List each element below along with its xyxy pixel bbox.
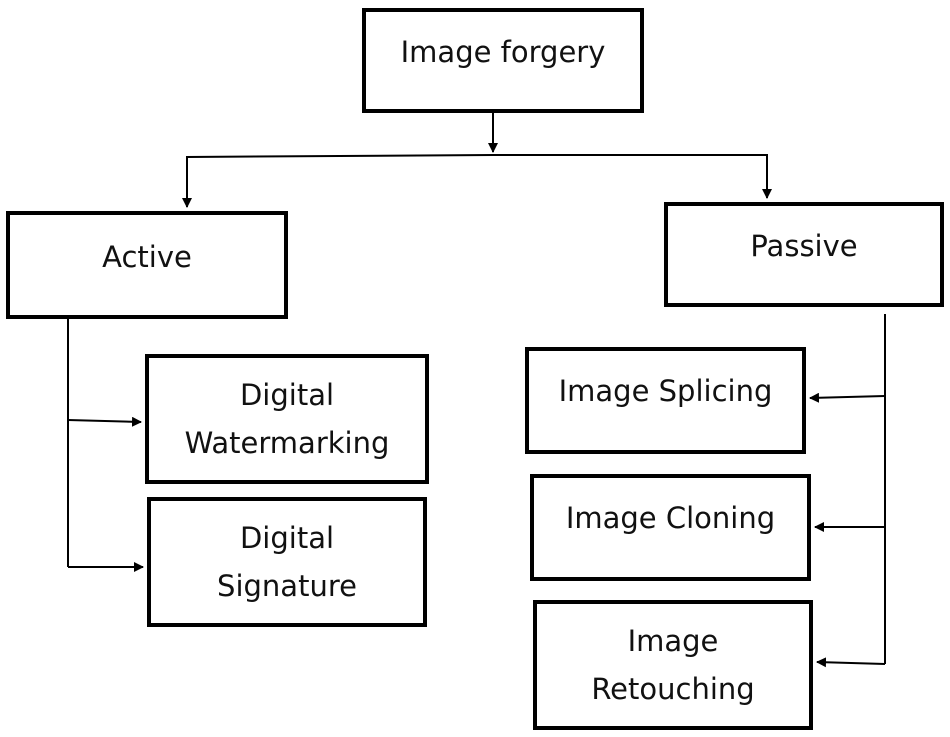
node-label-line: Image <box>627 624 719 658</box>
node-label: Image forgery <box>400 35 606 69</box>
node-label: Active <box>102 240 192 274</box>
connector-arrow-retouching <box>816 657 886 668</box>
connector-branch-passive <box>493 154 772 199</box>
node-label-line: Digital <box>239 521 335 555</box>
node-label-line: Watermarking <box>184 426 390 460</box>
node-label-line: Retouching <box>591 672 755 706</box>
connector-arrow-watermarking <box>67 416 142 427</box>
node-digital-watermarking: Digital Watermarking <box>145 354 429 484</box>
node-image-cloning: Image Cloning <box>530 474 811 581</box>
node-label-line: Image Splicing <box>558 374 773 408</box>
node-label-line: Signature <box>217 569 357 603</box>
node-image-retouching: Image Retouching <box>533 600 813 730</box>
node-image-forgery: Image forgery <box>362 8 644 113</box>
connector-arrow-splicing <box>809 392 886 403</box>
connector-branch-active <box>182 154 494 208</box>
node-label: Passive <box>750 229 858 263</box>
node-label-line: Digital <box>239 378 335 412</box>
node-active: Active <box>6 211 288 319</box>
node-label-line: Image Cloning <box>565 501 776 535</box>
node-digital-signature: Digital Signature <box>147 497 427 627</box>
node-passive: Passive <box>664 202 944 307</box>
node-image-splicing: Image Splicing <box>525 347 806 454</box>
